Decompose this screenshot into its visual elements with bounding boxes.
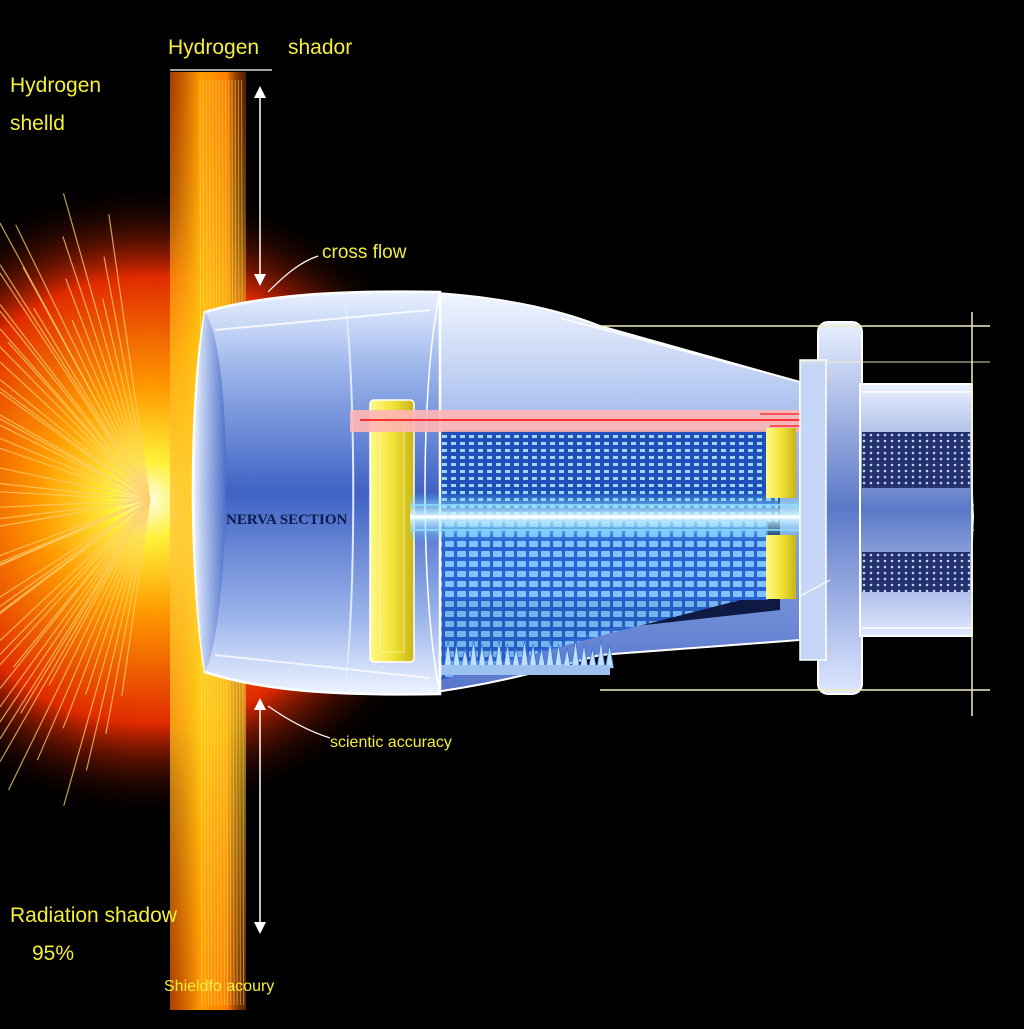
cross-flow-leader <box>267 255 319 293</box>
radiation-ray <box>71 320 151 501</box>
radiation-ray <box>0 491 151 501</box>
collar-block-lower <box>766 535 796 599</box>
radiation-ray <box>0 304 151 501</box>
right-dimension-lines <box>600 312 990 716</box>
cross-flow-label: cross flow <box>322 242 407 263</box>
radiation-ray <box>0 499 151 642</box>
radiation-ray <box>105 499 151 734</box>
radiation-ray <box>0 499 151 520</box>
radiation-ray <box>0 467 151 501</box>
radiation-ray <box>0 424 151 501</box>
radiation-ray <box>0 264 151 501</box>
radiation-ray <box>0 499 151 527</box>
radiation-ray <box>85 499 151 771</box>
radiation-ray <box>0 310 151 501</box>
radiation-ray <box>0 499 151 557</box>
yellow-shield-plate <box>369 399 415 663</box>
radiation-ray <box>0 499 151 708</box>
collar-block-upper <box>766 428 796 498</box>
radiation-shadow-label: Radiation shadow <box>10 904 177 927</box>
radiation-ray <box>0 272 151 501</box>
radiation-ray <box>0 346 151 501</box>
hydrogen-shield-title: Hydrogen <box>10 74 102 97</box>
radiation-ray <box>0 499 151 508</box>
radiation-ray <box>36 499 151 761</box>
radiation-ray <box>0 391 151 501</box>
hydrogen-shadow-label-b: shador <box>288 36 353 59</box>
radiation-ray <box>0 499 151 740</box>
radiation-ray <box>102 298 151 501</box>
radiation-ray <box>0 499 151 762</box>
radiation-ray <box>0 499 151 615</box>
nozzle-tube <box>859 383 973 637</box>
radiation-ray <box>0 418 151 501</box>
radiation-ray <box>0 499 151 723</box>
radiation-ray <box>63 499 151 806</box>
radiation-shadow-percent: 95% <box>32 942 75 965</box>
accuracy-leader <box>267 705 331 739</box>
radiation-ray <box>62 499 151 729</box>
radiation-ray <box>0 499 151 563</box>
hydrogen-shadow-label-a: Hydrogen <box>168 36 260 59</box>
radiation-ray <box>121 499 151 696</box>
radiation-ray <box>0 499 151 666</box>
radiation-ray <box>108 214 151 501</box>
radiation-ray <box>0 499 151 689</box>
radiation-ray <box>0 499 151 655</box>
radiation-ray <box>0 483 151 501</box>
radiation-ray <box>0 499 151 607</box>
radiation-ray <box>22 266 151 501</box>
radiation-ray <box>62 236 151 501</box>
radiation-ray <box>85 499 151 695</box>
radiation-ray <box>20 499 151 714</box>
nozzle-flange <box>799 321 863 695</box>
radiation-ray <box>7 341 151 501</box>
nerva-section-label: NERVA SECTION <box>226 512 348 528</box>
radiation-ray <box>0 447 151 501</box>
hydrogen-shield-subtitle: shelld <box>10 112 65 135</box>
shield-accuracy-caption: Shieldfo acoury <box>164 978 275 995</box>
radiation-ray <box>0 379 151 501</box>
radiation-ray <box>62 193 151 501</box>
radiation-ray <box>15 224 151 501</box>
radiation-ray <box>0 499 151 598</box>
radiation-ray <box>8 499 151 791</box>
radiation-ray <box>0 361 151 501</box>
radiation-ray <box>65 278 151 501</box>
radiation-ray <box>48 499 151 686</box>
radiation-ray <box>103 256 151 501</box>
radiation-ray <box>0 437 151 501</box>
radiation-ray <box>32 307 151 501</box>
scientific-accuracy-label: scientic accuracy <box>330 734 452 751</box>
